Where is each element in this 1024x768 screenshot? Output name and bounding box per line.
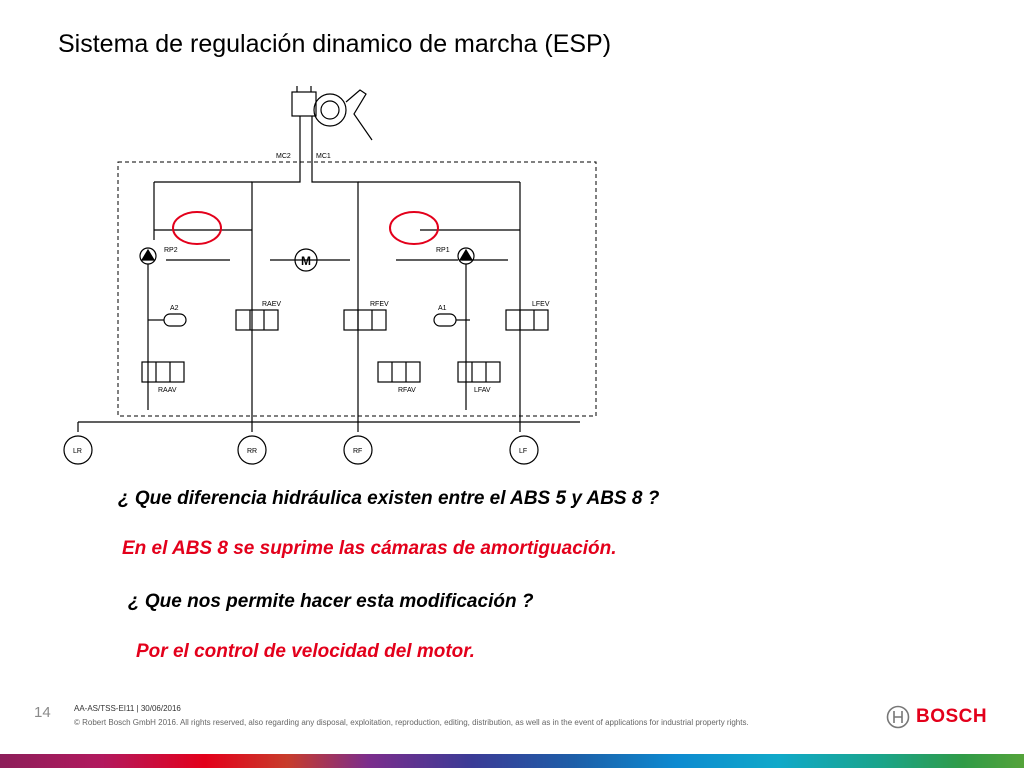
brake-pedal-icon bbox=[345, 89, 373, 141]
bosch-logo: BOSCH bbox=[886, 704, 987, 730]
slide-title: Sistema de regulación dinamico de marcha… bbox=[58, 30, 612, 58]
question-2: ¿ Que nos permite hacer esta modificació… bbox=[128, 591, 534, 612]
wheel-lf-icon bbox=[509, 435, 539, 465]
brake-booster-icon bbox=[313, 93, 347, 127]
valve-rfav-icon bbox=[377, 361, 421, 383]
highlight-right-ellipse bbox=[389, 211, 439, 245]
label-mc1: MC1 bbox=[316, 153, 331, 160]
label-rp1: RP1 bbox=[436, 247, 450, 254]
footer-copyright: © Robert Bosch GmbH 2016. All rights res… bbox=[74, 718, 749, 727]
label-raev: RAEV bbox=[262, 301, 281, 308]
bosch-logo-text: BOSCH bbox=[916, 706, 988, 727]
accumulator-a1-icon bbox=[433, 313, 457, 327]
valve-raav-icon bbox=[141, 361, 185, 383]
accumulator-a2-icon bbox=[163, 313, 187, 327]
footer-reference: AA-AS/TSS-EI11 | 30/06/2016 bbox=[74, 704, 181, 713]
hydraulic-diagram: MC2 MC1 RP2 RP1 A2 A1 RAEV RFEV LFEV RAA… bbox=[63, 86, 597, 465]
answer-2: Por el control de velocidad del motor. bbox=[136, 641, 475, 662]
page-number: 14 bbox=[34, 704, 51, 721]
label-rfav: RFAV bbox=[398, 387, 416, 394]
valve-raev-icon bbox=[235, 309, 279, 331]
wheel-rf-icon bbox=[343, 435, 373, 465]
hydraulic-unit-frame bbox=[117, 161, 597, 417]
label-raav: RAAV bbox=[158, 387, 177, 394]
valve-lfav-icon bbox=[457, 361, 501, 383]
label-lr: LR bbox=[73, 448, 82, 455]
label-rfev: RFEV bbox=[370, 301, 389, 308]
master-cylinder-icon bbox=[291, 91, 317, 117]
label-a2: A2 bbox=[170, 305, 179, 312]
label-lf: LF bbox=[519, 448, 527, 455]
highlight-left-ellipse bbox=[172, 211, 222, 245]
valve-rfev-icon bbox=[343, 309, 387, 331]
motor-icon bbox=[294, 248, 318, 272]
label-lfav: LFAV bbox=[474, 387, 491, 394]
answer-1: En el ABS 8 se suprime las cámaras de am… bbox=[122, 538, 617, 559]
label-motor: M bbox=[301, 254, 311, 268]
wheel-lr-icon bbox=[63, 435, 93, 465]
label-rp2: RP2 bbox=[164, 247, 178, 254]
label-a1: A1 bbox=[438, 305, 447, 312]
wheel-rr-icon bbox=[237, 435, 267, 465]
brand-color-bar bbox=[0, 754, 1024, 768]
question-1: ¿ Que diferencia hidráulica existen entr… bbox=[118, 488, 660, 509]
label-lfev: LFEV bbox=[532, 301, 550, 308]
valve-lfev-icon bbox=[505, 309, 549, 331]
label-rf: RF bbox=[353, 448, 362, 455]
label-mc2: MC2 bbox=[276, 153, 291, 160]
label-rr: RR bbox=[247, 448, 257, 455]
bosch-armature-icon bbox=[886, 705, 910, 729]
